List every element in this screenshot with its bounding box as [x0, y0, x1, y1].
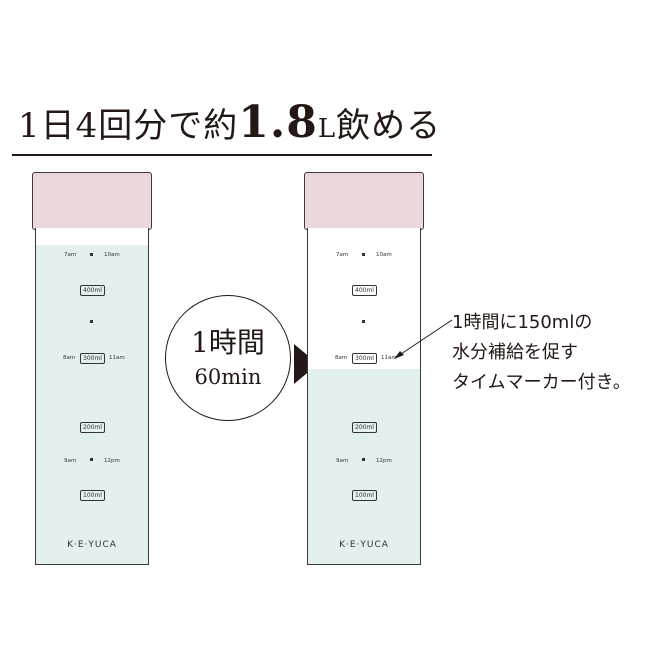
- interval-hours: 1時間: [191, 326, 265, 359]
- marker-12pm: 12pm: [104, 458, 120, 464]
- headline-prefix: 1日4回分で約: [18, 106, 239, 146]
- marker-9am: 9am: [336, 458, 349, 464]
- headline: 1日4回分で約1.8L飲める: [18, 97, 442, 148]
- leader-line: [394, 319, 453, 359]
- interval-badge: 1時間 60min: [165, 295, 291, 421]
- marker-dot: [362, 458, 365, 461]
- marker-200ml: 200ml: [352, 422, 377, 433]
- marker-100ml: 100ml: [352, 490, 377, 501]
- headline-amount: 1.8: [238, 97, 318, 148]
- interval-minutes: 60min: [194, 365, 262, 389]
- marker-400ml: 400ml: [80, 285, 105, 296]
- bottle-cap: [304, 172, 424, 230]
- bottle-after-one-hour: 7am 10am 400ml 8am 300ml 11am 200ml 9am …: [304, 172, 424, 568]
- headline-underline: [12, 154, 432, 156]
- note-line-3: タイムマーカー付き。: [452, 372, 631, 393]
- marker-dot: [362, 320, 365, 323]
- marker-11am: 11am: [381, 355, 397, 361]
- marker-12pm: 12pm: [376, 458, 392, 464]
- note-line-1: 1時間に150mlの: [452, 312, 593, 333]
- marker-8am: 8am: [335, 355, 348, 361]
- bottle-full: 7am 10am 400ml 8am 300ml 11am 200ml 9am …: [32, 172, 152, 568]
- marker-10am: 10am: [376, 252, 392, 258]
- marker-dot: [90, 253, 93, 256]
- marker-9am: 9am: [64, 458, 77, 464]
- bottle-body: 7am 10am 400ml 8am 300ml 11am 200ml 9am …: [35, 228, 149, 565]
- water-fill: [308, 369, 420, 564]
- water-fill: [36, 245, 148, 564]
- marker-100ml: 100ml: [80, 490, 105, 501]
- marker-400ml: 400ml: [352, 285, 377, 296]
- marker-11am: 11am: [109, 355, 125, 361]
- brand-logo: K·E·YUCA: [67, 540, 117, 550]
- marker-300ml: 300ml: [80, 353, 105, 364]
- marker-300ml: 300ml: [352, 353, 377, 364]
- marker-dot: [90, 458, 93, 461]
- marker-dot: [362, 253, 365, 256]
- marker-8am: 8am: [63, 355, 76, 361]
- bottle-cap: [32, 172, 152, 230]
- brand-logo: K·E·YUCA: [339, 540, 389, 550]
- marker-7am: 7am: [64, 252, 77, 258]
- marker-dot: [90, 320, 93, 323]
- bottle-body: 7am 10am 400ml 8am 300ml 11am 200ml 9am …: [307, 228, 421, 565]
- marker-7am: 7am: [336, 252, 349, 258]
- marker-200ml: 200ml: [80, 422, 105, 433]
- headline-unit: L: [317, 114, 337, 144]
- headline-suffix: 飲める: [336, 106, 442, 146]
- note-line-2: 水分補給を促す: [452, 342, 578, 363]
- marker-10am: 10am: [104, 252, 120, 258]
- feature-note: 1時間に150mlの 水分補給を促す タイムマーカー付き。: [452, 308, 631, 398]
